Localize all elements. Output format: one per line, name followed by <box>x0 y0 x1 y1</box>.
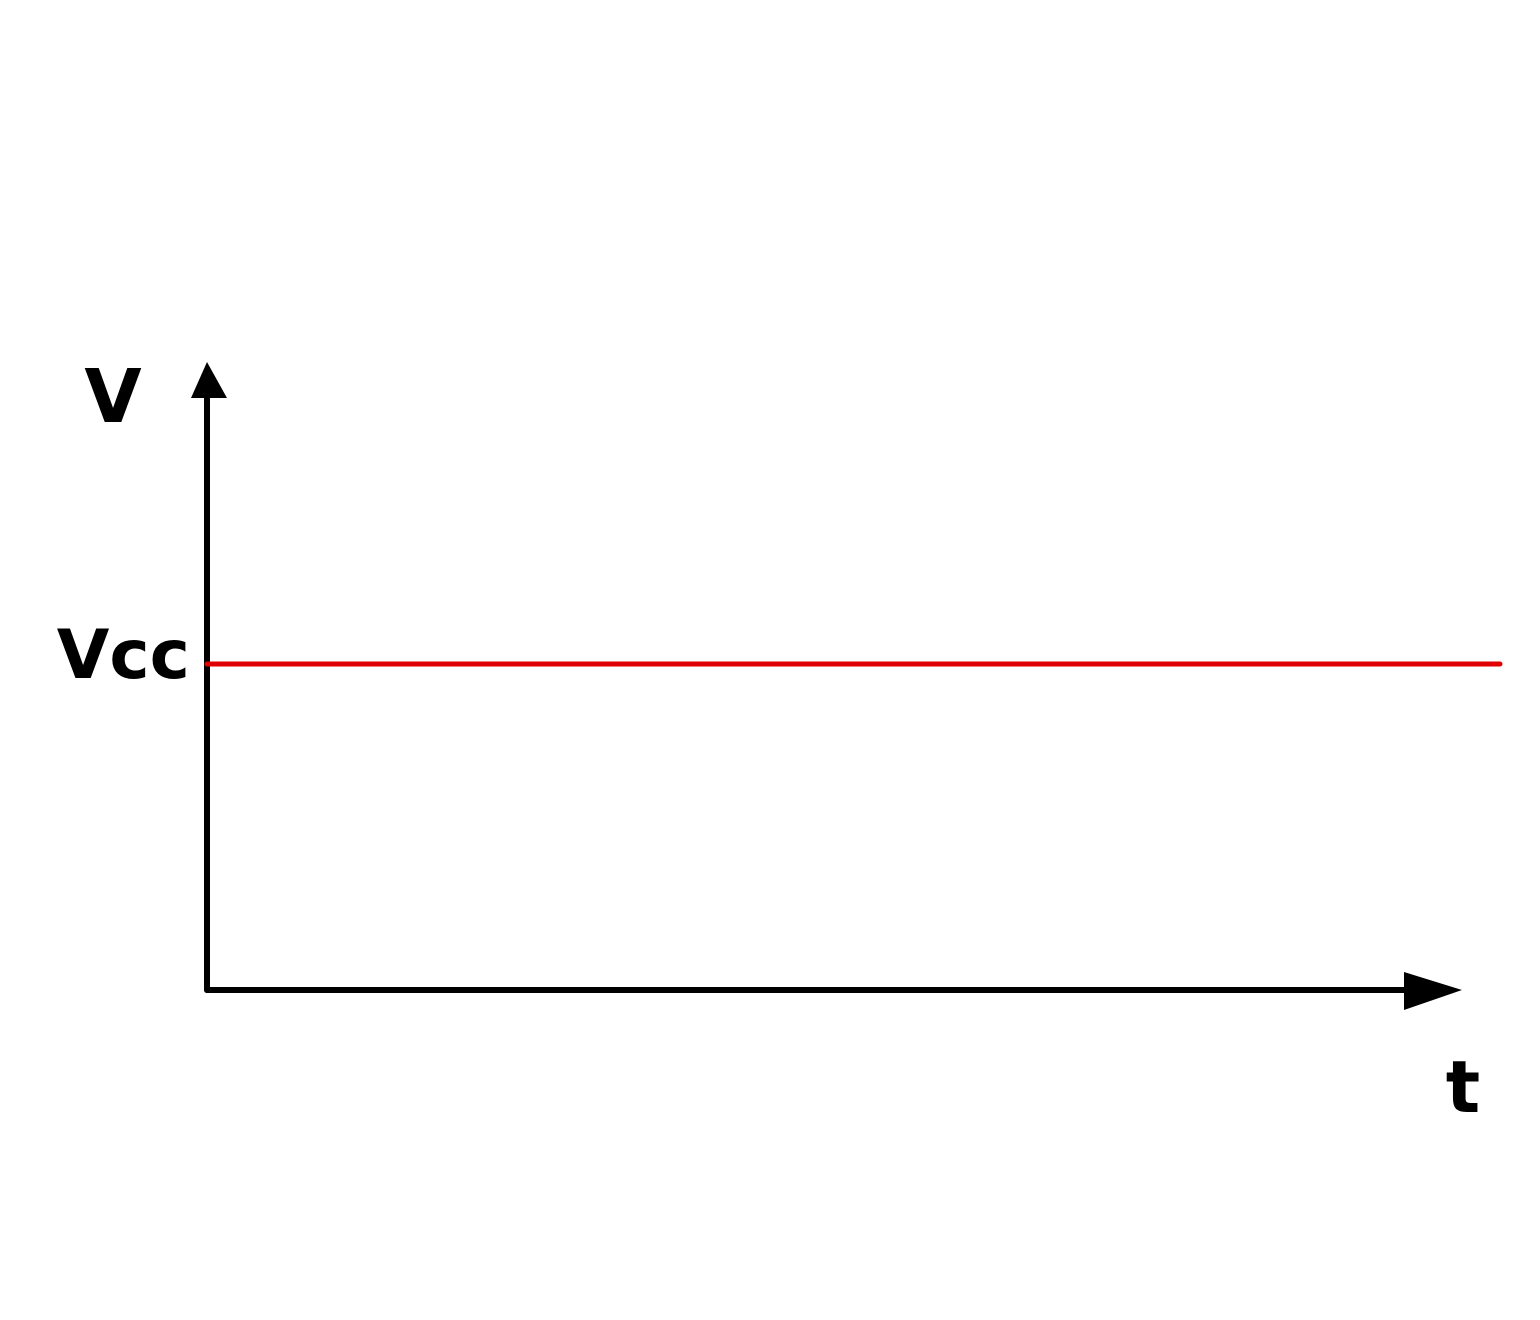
x-axis-label: t <box>1446 1045 1480 1129</box>
y-tick-labels: Vcc <box>57 616 190 695</box>
vcc-tick-label: Vcc <box>57 616 190 695</box>
x-axis: t <box>204 972 1480 1129</box>
y-axis: V <box>84 354 227 993</box>
y-axis-label: V <box>84 354 141 440</box>
x-axis-arrowhead <box>1404 972 1462 1010</box>
y-axis-arrowhead <box>191 362 227 398</box>
